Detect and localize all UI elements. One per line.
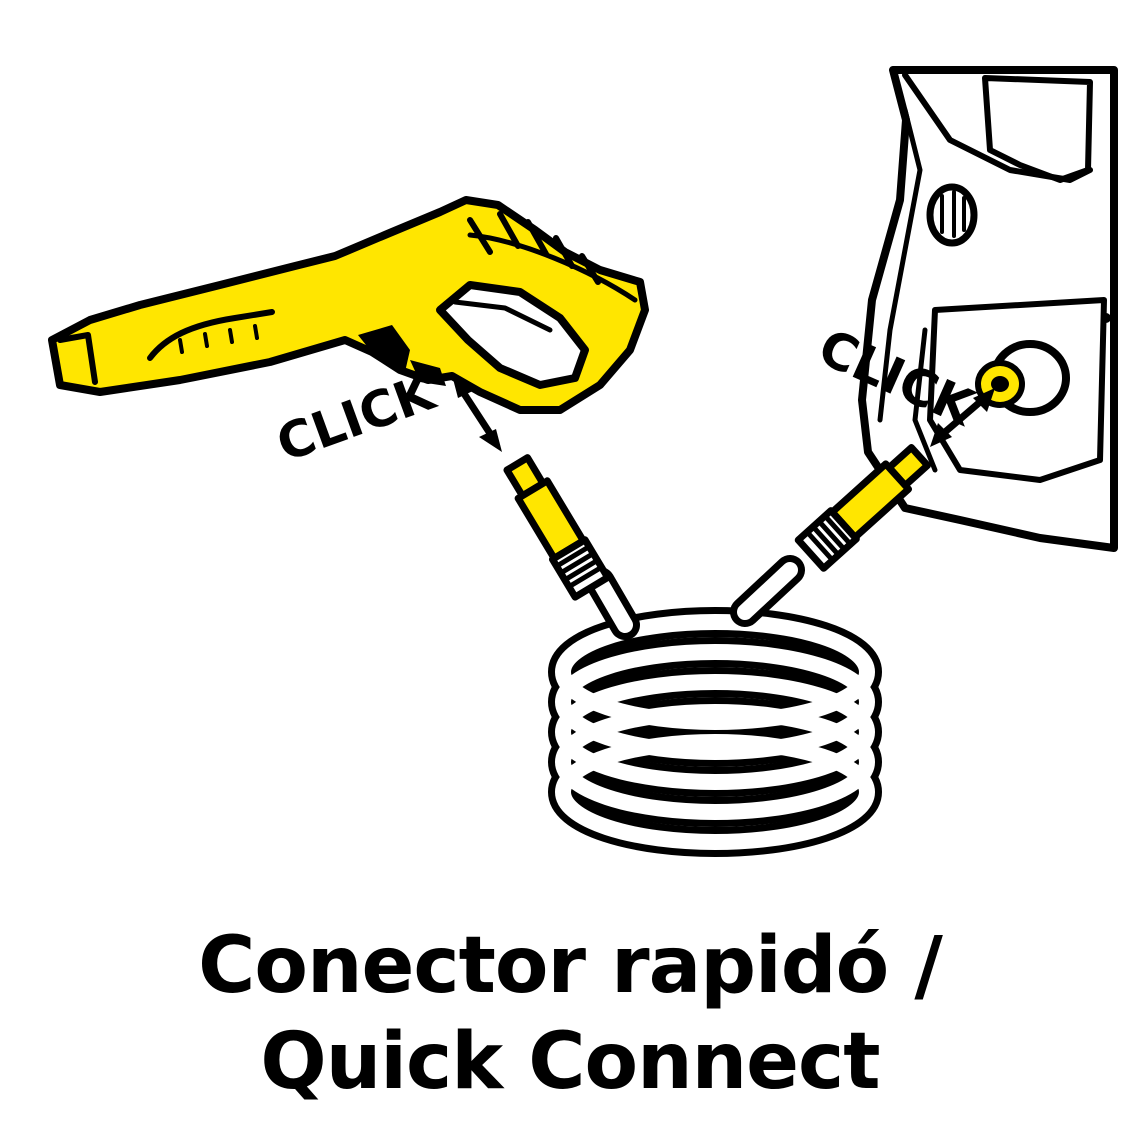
hose-coupling-machine-side [794,444,931,572]
double-arrow-icon [452,375,502,452]
double-arrow-icon-machine [930,388,995,447]
coiled-hose-icon [548,555,882,857]
machine-outlet-connector [975,340,1070,416]
spray-gun-icon [48,196,649,414]
caption-line-1: Conector rapidó / [198,921,943,1011]
caption: Conector rapidó / Quick Connect [0,918,1140,1110]
click-label-gun: CLICK [269,362,444,473]
caption-line-2: Quick Connect [260,1017,880,1107]
hose-coupling-gun-side [503,454,612,601]
